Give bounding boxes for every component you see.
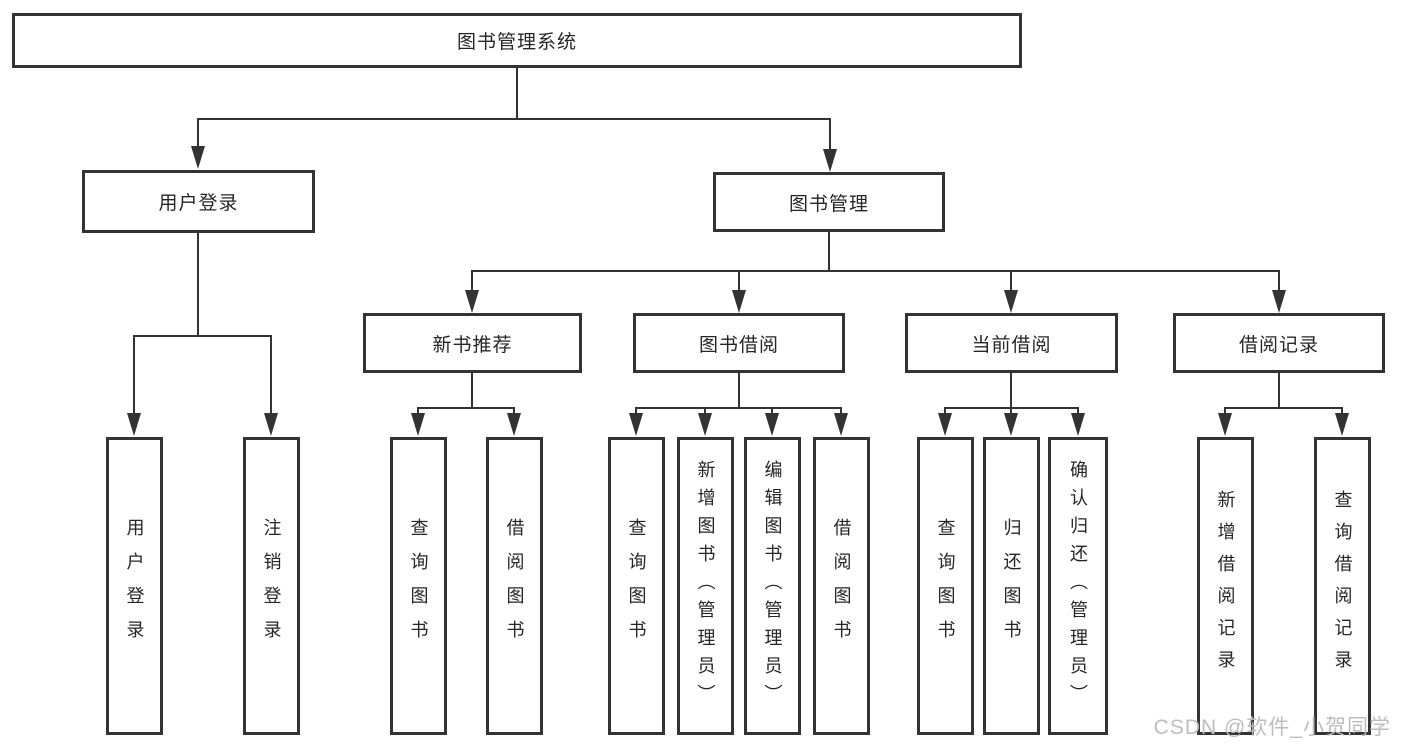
csdn-watermark: CSDN @软件_小贺同学 (1153, 716, 1391, 739)
leaf-query-books: 查询图书 (917, 437, 974, 735)
leaf-confirm-return-admin: 确认归还（管理员） (1048, 437, 1108, 735)
arrow-down-icon (127, 413, 141, 436)
connector-stem (1010, 373, 1012, 407)
node-borrow-records: 借阅记录 (1173, 313, 1385, 373)
node-label: 当前借阅 (971, 334, 1052, 356)
leaf-label: 确认归还（管理员） (1068, 460, 1088, 712)
leaf-label: 新增借阅记录 (1215, 490, 1236, 682)
leaf-label: 查询借阅记录 (1332, 490, 1353, 682)
node-root: 图书管理系统 (12, 13, 1022, 68)
leaf-label: 归还图书 (1001, 518, 1022, 654)
arrow-down-icon (1272, 290, 1286, 313)
connector-stem (738, 373, 740, 407)
leaf-label: 编辑图书（管理员） (762, 460, 783, 712)
arrow-down-icon (411, 413, 425, 436)
connector-stem (1010, 407, 1012, 415)
leaf-add-borrow-record: 新增借阅记录 (1197, 437, 1254, 735)
connector-rail (635, 407, 841, 409)
connector-stem (1010, 270, 1012, 292)
connector-stem (1341, 407, 1343, 415)
connector-stem (944, 407, 946, 415)
connector-stem (133, 335, 135, 414)
leaf-label: 借阅图书 (504, 518, 525, 654)
connector-root-stub (516, 68, 518, 118)
leaf-return-books: 归还图书 (983, 437, 1040, 735)
leaf-query-books: 查询图书 (390, 437, 447, 735)
node-label: 借阅记录 (1238, 334, 1319, 356)
arrow-down-icon (765, 413, 779, 436)
leaf-label: 新增图书（管理员） (695, 460, 716, 712)
connector-stem (471, 373, 473, 407)
leaf-add-books-admin: 新增图书（管理员） (677, 437, 734, 735)
node-user-login: 用户登录 (82, 170, 315, 233)
arrow-down-icon (465, 290, 479, 313)
leaf-label: 查询图书 (935, 518, 956, 654)
connector-stem (828, 232, 830, 270)
leaf-label: 用户登录 (124, 518, 145, 654)
leaf-edit-books-admin: 编辑图书（管理员） (744, 437, 801, 735)
node-label: 用户登录 (158, 193, 239, 214)
arrow-down-icon (698, 413, 712, 436)
connector-rail (133, 335, 272, 337)
leaf-label: 借阅图书 (831, 518, 852, 654)
arrow-down-icon (834, 413, 848, 436)
connector-stem (513, 407, 515, 415)
arrow-down-icon (1004, 413, 1018, 436)
connector-stem (704, 407, 706, 415)
arrow-down-icon (1004, 290, 1018, 313)
arrow-down-icon (1218, 413, 1232, 436)
connector-stem (270, 335, 272, 414)
leaf-label: 注销登录 (261, 518, 282, 654)
connector-rail (1224, 407, 1343, 409)
arrow-down-icon (264, 413, 278, 436)
leaf-borrow-books: 借阅图书 (813, 437, 870, 735)
connector-stem (1077, 407, 1079, 415)
node-book-borrow: 图书借阅 (633, 313, 845, 373)
connector-stem (1278, 373, 1280, 407)
leaf-label: 查询图书 (408, 518, 429, 654)
arrow-down-icon (823, 149, 837, 172)
connector-stem (197, 233, 199, 335)
node-current-borrow: 当前借阅 (905, 313, 1118, 373)
leaf-borrow-books: 借阅图书 (486, 437, 543, 735)
arrow-down-icon (1335, 413, 1349, 436)
arrow-down-icon (938, 413, 952, 436)
connector-stem (829, 118, 831, 150)
leaf-query-books: 查询图书 (608, 437, 665, 735)
node-new-book-recommend: 新书推荐 (363, 313, 582, 373)
connector-level3-rail (471, 270, 1280, 272)
node-book-management: 图书管理 (713, 172, 945, 232)
connector-stem (1224, 407, 1226, 415)
connector-rail (417, 407, 515, 409)
connector-stem (197, 118, 199, 148)
leaf-user-login: 用户登录 (106, 437, 163, 735)
arrow-down-icon (1071, 413, 1085, 436)
connector-level2-rail (197, 118, 831, 120)
leaf-logout: 注销登录 (243, 437, 300, 735)
arrow-down-icon (732, 290, 746, 313)
connector-stem (840, 407, 842, 415)
connector-stem (738, 270, 740, 292)
arrow-down-icon (191, 146, 205, 169)
node-label: 图书管理 (788, 193, 869, 215)
node-root-label: 图书管理系统 (456, 32, 577, 53)
connector-stem (471, 270, 473, 292)
connector-stem (1278, 270, 1280, 292)
arrow-down-icon (507, 413, 521, 436)
node-label: 图书借阅 (698, 334, 779, 356)
node-label: 新书推荐 (432, 334, 513, 356)
leaf-query-borrow-record: 查询借阅记录 (1314, 437, 1371, 735)
leaf-label: 查询图书 (626, 518, 647, 654)
connector-stem (771, 407, 773, 415)
connector-stem (635, 407, 637, 415)
connector-stem (417, 407, 419, 415)
arrow-down-icon (629, 413, 643, 436)
